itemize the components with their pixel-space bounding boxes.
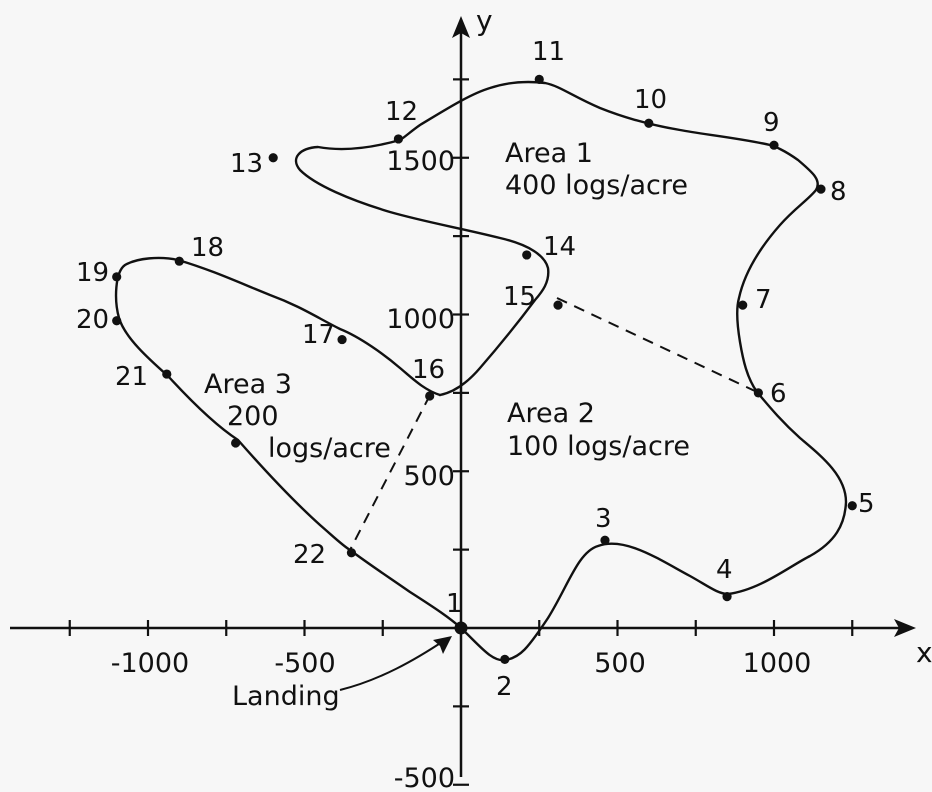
survey-point-8 (816, 184, 826, 194)
survey-point-19 (112, 272, 122, 282)
point-label-4: 4 (716, 555, 733, 585)
point-label-17: 17 (302, 320, 335, 350)
area2-name: Area 2 (507, 398, 595, 429)
point-label-18: 18 (191, 233, 224, 263)
point-label-10: 10 (634, 85, 667, 115)
point-label-2: 2 (496, 672, 513, 702)
y-tick-label-neg500: -500 (394, 763, 455, 792)
point-label-22: 22 (293, 540, 326, 570)
survey-point-14 (522, 250, 532, 260)
point-label-19: 19 (76, 258, 109, 288)
point-label-3: 3 (595, 504, 612, 534)
point-label-21: 21 (115, 362, 148, 392)
survey-point-1 (454, 621, 468, 635)
dashed-line-16-22 (349, 394, 431, 551)
point-label-5: 5 (858, 489, 875, 519)
x-tick-label-500: 500 (594, 648, 646, 679)
survey-point-16 (425, 391, 435, 401)
area1-density: 400 logs/acre (505, 170, 688, 201)
survey-point-13 (268, 153, 278, 163)
point-label-9: 9 (763, 108, 780, 138)
point-label-12: 12 (385, 97, 418, 127)
point-label-14: 14 (543, 232, 576, 262)
survey-point-22 (346, 548, 357, 558)
point-label-20: 20 (76, 305, 109, 335)
division-lines (349, 297, 758, 551)
landing-label: Landing (232, 681, 340, 712)
x-axis-ticks (68, 620, 854, 636)
survey-point-10 (644, 118, 654, 128)
survey-point-12 (393, 134, 403, 144)
survey-point-17 (337, 334, 347, 345)
survey-point-21 (162, 369, 172, 379)
y-tick-label-1000: 1000 (386, 304, 455, 335)
landing-arrow (339, 639, 446, 691)
point-label-6: 6 (770, 379, 787, 409)
point-label-15: 15 (503, 282, 536, 312)
area2-density: 100 logs/acre (507, 431, 690, 462)
survey-points (112, 74, 857, 664)
point-label-16: 16 (412, 355, 445, 385)
survey-point-4 (722, 592, 732, 602)
y-tick-label-500: 500 (403, 461, 455, 492)
area-boundary-north-loop (294, 138, 550, 397)
point-label-7: 7 (755, 285, 772, 315)
survey-point-9 (769, 140, 779, 150)
x-tick-label-neg1000: -1000 (111, 648, 189, 679)
survey-point-5 (847, 501, 857, 511)
point-label-11: 11 (532, 37, 565, 67)
x-axis-label: x (916, 636, 932, 669)
y-tick-label-1500: 1500 (386, 146, 455, 177)
survey-point-6 (753, 388, 763, 398)
survey-point-20 (112, 316, 122, 326)
area3-name: Area 3 (204, 369, 292, 400)
survey-point-15 (553, 300, 563, 310)
area1-name: Area 1 (505, 138, 593, 169)
y-axis-ticks (453, 78, 469, 786)
y-axis-label: y (476, 4, 493, 37)
survey-point-3 (600, 535, 610, 545)
area3-value: 200 (227, 401, 279, 432)
survey-point-7 (738, 300, 748, 310)
x-tick-label-1000: 1000 (743, 648, 812, 679)
survey-point-18 (174, 256, 184, 266)
x-tick-label-neg500: -500 (274, 648, 335, 679)
survey-point-11 (534, 74, 544, 84)
point-label-1: 1 (446, 589, 463, 619)
point-label-8: 8 (830, 177, 847, 207)
area3-unit: logs/acre (268, 433, 391, 464)
area-boundary-south-east (398, 80, 848, 662)
landing-arrowhead (433, 636, 452, 654)
point-label-13: 13 (230, 149, 263, 179)
survey-point-2 (500, 654, 510, 664)
dashed-line-15-6 (556, 297, 758, 393)
y-axis-arrowhead (452, 16, 470, 38)
survey-point-unlabeled (231, 438, 241, 448)
x-axis-arrowhead (894, 619, 916, 637)
